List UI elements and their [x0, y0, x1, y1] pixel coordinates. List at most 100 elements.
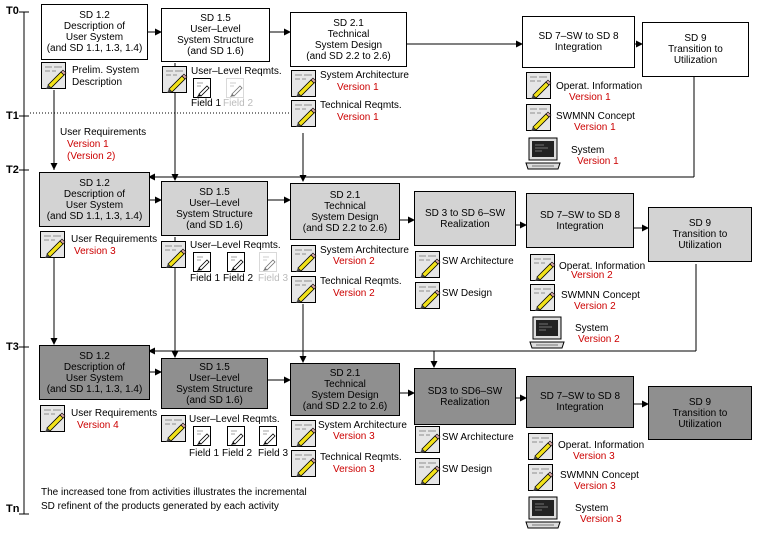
document-pencil-icon — [528, 464, 554, 491]
document-pencil-icon — [161, 415, 187, 442]
system-version: Version 3 — [580, 514, 622, 525]
user-req-version: Version 3 — [74, 246, 116, 257]
document-pencil-icon — [415, 282, 441, 309]
computer-icon — [524, 496, 562, 530]
time-label-t2: T2 — [6, 164, 19, 176]
user-req-input-ver1: Version 1 — [67, 139, 109, 150]
document-field-icon — [259, 426, 277, 446]
activity-sd7-v3[interactable]: SD 7–SW to SD 8 Integration — [526, 376, 634, 428]
activity-sd9-v3[interactable]: SD 9 Transition to Utilization — [648, 386, 752, 440]
document-field-icon — [227, 426, 245, 446]
user-req-label: User Requirements — [71, 408, 158, 419]
document-pencil-icon — [291, 420, 317, 447]
document-pencil-icon — [415, 251, 441, 278]
document-pencil-icon — [291, 450, 317, 477]
document-field-icon — [226, 78, 244, 98]
user-level-reqmts-label: User–Level Reqmts. — [189, 414, 280, 425]
document-pencil-icon — [415, 458, 441, 485]
field1-label: Field 1 — [189, 448, 220, 459]
document-pencil-icon — [526, 72, 552, 99]
document-pencil-icon — [40, 231, 66, 258]
user-req-version: Version 4 — [77, 420, 119, 431]
swmnn-label: SWMNN Concept — [556, 111, 635, 122]
user-req-input-ver2: (Version 2) — [67, 151, 116, 162]
document-pencil-icon — [161, 241, 187, 268]
document-field-icon — [259, 252, 277, 272]
swmnn-version: Version 2 — [574, 301, 616, 312]
caption-line-2: SD refinent of the products generated by… — [41, 501, 279, 512]
tech-reqmts-version: Version 2 — [333, 288, 375, 299]
field3-label: Field 3 — [258, 448, 289, 459]
document-pencil-icon — [291, 100, 317, 127]
document-pencil-icon — [40, 405, 66, 432]
activity-sd15-v1[interactable]: SD 1.5 User–Level System Structure (and … — [161, 8, 270, 62]
operat-info-label: Operat. Information — [558, 440, 645, 451]
activity-sd3-v3[interactable]: SD3 to SD6–SW Realization — [414, 368, 516, 425]
field1-label: Field 1 — [191, 98, 222, 109]
system-version: Version 1 — [577, 156, 619, 167]
sw-arch-label: SW Architecture — [442, 432, 514, 443]
sys-arch-version: Version 1 — [337, 82, 379, 93]
field2-label: Field 2 — [222, 448, 253, 459]
prelim-desc-label-1: Prelim. System — [72, 65, 140, 76]
activity-sd12-v3[interactable]: SD 1.2 Description of User System (and S… — [39, 345, 150, 400]
document-pencil-icon — [291, 276, 317, 303]
activity-sd21-v2[interactable]: SD 2.1 Technical System Design (and SD 2… — [290, 183, 400, 240]
activity-sd12-v2[interactable]: SD 1.2 Description of User System (and S… — [39, 172, 150, 227]
field1-label: Field 1 — [190, 273, 221, 284]
activity-sd15-v2[interactable]: SD 1.5 User–Level System Structure (and … — [161, 181, 268, 236]
tech-reqmts-version: Version 3 — [333, 464, 375, 475]
user-level-reqmts-label: User–Level Reqmts. — [190, 240, 281, 251]
tech-reqmts-label: Technical Reqmts. — [320, 452, 402, 463]
operat-info-version: Version 1 — [569, 92, 611, 103]
document-pencil-icon — [291, 245, 317, 272]
system-version: Version 2 — [578, 334, 620, 345]
activity-sd7-v1[interactable]: SD 7–SW to SD 8 Integration — [522, 16, 635, 68]
document-pencil-icon — [530, 284, 556, 311]
sw-design-label: SW Design — [442, 464, 493, 475]
field2-label: Field 2 — [223, 273, 254, 284]
document-pencil-icon — [41, 62, 67, 89]
sw-design-label: SW Design — [442, 288, 493, 299]
activity-sd21-v3[interactable]: SD 2.1 Technical System Design (and SD 2… — [290, 363, 400, 416]
swmnn-version: Version 3 — [574, 481, 616, 492]
time-label-t1: T1 — [6, 110, 19, 122]
activity-sd12-v1[interactable]: SD 1.2 Description of User System (and S… — [41, 4, 148, 60]
user-req-label: User Requirements — [71, 234, 158, 245]
field2-label: Field 2 — [223, 98, 254, 109]
activity-sd9-v1[interactable]: SD 9 Transition to Utilization — [642, 22, 749, 77]
time-label-t3: T3 — [6, 341, 19, 353]
document-pencil-icon — [162, 66, 188, 93]
document-field-icon — [193, 426, 211, 446]
document-pencil-icon — [291, 70, 317, 97]
activity-sd21-v1[interactable]: SD 2.1 Technical System Design (and SD 2… — [290, 12, 407, 67]
tech-reqmts-label: Technical Reqmts. — [320, 100, 402, 111]
swmnn-version: Version 1 — [574, 122, 616, 133]
document-pencil-icon — [415, 426, 441, 453]
operat-info-version: Version 3 — [573, 451, 615, 462]
activity-sd7-v2[interactable]: SD 7–SW to SD 8 Integration — [526, 193, 634, 248]
activity-sd9-v2[interactable]: SD 9 Transition to Utilization — [648, 207, 752, 262]
document-pencil-icon — [526, 104, 552, 131]
document-pencil-icon — [530, 254, 556, 281]
swmnn-label: SWMNN Concept — [560, 470, 639, 481]
tech-reqmts-label: Technical Reqmts. — [320, 276, 402, 287]
time-label-t0: T0 — [6, 5, 19, 17]
system-label: System — [575, 503, 609, 514]
caption-line-1: The increased tone from activities illus… — [41, 487, 307, 498]
computer-icon — [524, 137, 562, 171]
tech-reqmts-version: Version 1 — [337, 112, 379, 123]
field3-label: Field 3 — [258, 273, 289, 284]
sw-arch-label: SW Architecture — [442, 256, 514, 267]
operat-info-label: Operat. Information — [559, 261, 646, 272]
operat-info-version: Version 2 — [571, 270, 613, 281]
activity-sd3-v2[interactable]: SD 3 to SD 6–SW Realization — [414, 191, 516, 246]
document-field-icon — [193, 78, 211, 98]
document-field-icon — [227, 252, 245, 272]
sys-arch-version: Version 3 — [333, 431, 375, 442]
activity-sd15-v3[interactable]: SD 1.5 User–Level System Structure (and … — [161, 358, 268, 409]
system-label: System — [575, 323, 609, 334]
time-label-tn: Tn — [6, 503, 20, 515]
operat-info-label: Operat. Information — [556, 81, 643, 92]
